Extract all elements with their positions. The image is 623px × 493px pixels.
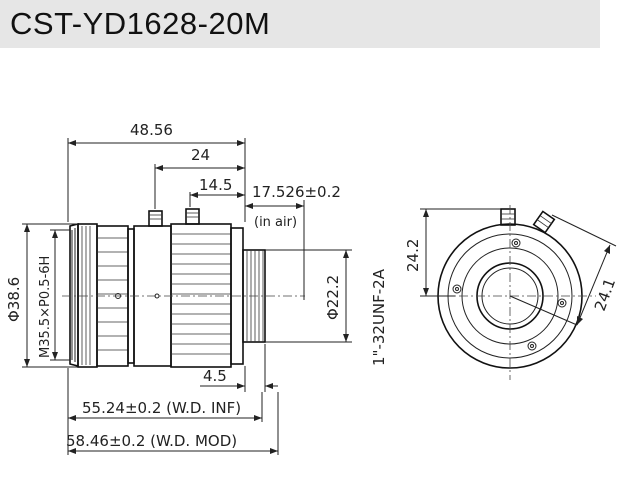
lens-side-view <box>62 208 305 368</box>
dimension-lines <box>22 138 352 455</box>
model-title: CST-YD1628-20M <box>10 6 271 41</box>
rear-knurl <box>171 233 231 355</box>
locking-screw-front <box>148 210 163 227</box>
locking-screw-rear <box>185 208 200 225</box>
front-knurl <box>97 237 128 351</box>
dim-mount-length: 4.5 <box>203 367 227 385</box>
dim-filter-thread: M35.5×P0.5-6H <box>38 256 53 358</box>
dim-side-height: 24.2 <box>404 239 422 272</box>
dim-flange-back: 17.526±0.2 <box>252 183 341 201</box>
dim-wd-inf: 55.24±0.2 (W.D. INF) <box>82 399 241 417</box>
dim-flange-back-note: (in air) <box>254 215 297 230</box>
lens-front-view <box>425 205 596 380</box>
dim-wd-mod: 58.46±0.2 (W.D. MOD) <box>66 432 237 450</box>
front-view-dimensions <box>420 208 617 326</box>
dim-overall-length: 48.56 <box>130 121 173 139</box>
dim-mount-diameter: Φ22.2 <box>324 275 342 320</box>
dim-ring-length: 14.5 <box>199 176 232 194</box>
title-bar: CST-YD1628-20M <box>0 0 600 48</box>
dim-focus-length: 24 <box>191 146 210 164</box>
front-view-screw-top <box>500 208 516 226</box>
dim-mount-thread: 1"-32UNF-2A <box>370 268 388 366</box>
dim-outer-diameter: Φ38.6 <box>5 277 23 322</box>
front-view-screw-diagonal <box>532 210 556 234</box>
